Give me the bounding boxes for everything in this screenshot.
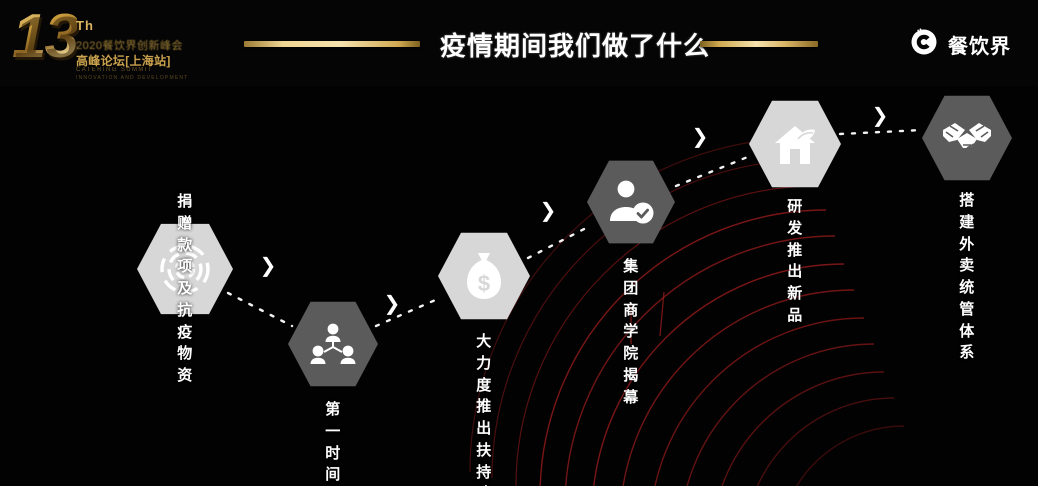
event-logo-line4: INNOVATION AND DEVELOPMENT <box>76 75 189 81</box>
event-logo-line3: CATERING SUMMIT <box>76 67 153 73</box>
flow-node-5-label: 研发推出新 品 <box>787 198 803 324</box>
chevron-arrow-2: ❯ <box>383 293 401 315</box>
house-leaf-icon <box>775 126 815 164</box>
chevron-arrow-4: ❯ <box>691 126 709 148</box>
page-title: 疫情期间我们做了什么 <box>440 31 711 61</box>
money-bag-icon: $ <box>467 253 501 299</box>
gold-divider-left <box>244 41 420 47</box>
event-logo-line2: 高峰论坛[上海站] <box>76 54 171 68</box>
event-logo-number: 13 <box>12 2 79 71</box>
handshake-icon <box>943 123 991 154</box>
gold-divider-right <box>700 41 818 47</box>
brand-logo: 餐饮界 <box>908 24 1024 64</box>
flow-node-4-label: 集团商学院 揭幕 <box>623 258 639 406</box>
team-people-icon <box>310 323 356 364</box>
event-logo-line1: 2020餐饮界创新峰会 <box>76 40 183 52</box>
svg-text:$: $ <box>478 271 490 296</box>
flow-node-1-label: 捐赠款项及抗疫物资 <box>177 193 193 384</box>
red-arc-decoration <box>469 137 905 486</box>
hexagon-shape-6 <box>922 95 1012 181</box>
circle-c-icon <box>911 28 937 55</box>
flow-node-6-label: 搭建外卖统 管体系 <box>959 192 975 362</box>
chevron-arrow-5: ❯ <box>871 105 889 127</box>
slide-header: 13 Th 2020餐饮界创新峰会 高峰论坛[上海站] CATERING SUM… <box>0 0 1038 86</box>
node-connectors <box>226 128 924 328</box>
event-logo: 13 Th 2020餐饮界创新峰会 高峰论坛[上海站] CATERING SUM… <box>8 4 198 84</box>
flow-node-2-label: 第一时间奔 赴市场前线 <box>325 401 341 484</box>
chevron-arrow-3: ❯ <box>539 200 557 222</box>
chevron-arrow-1: ❯ <box>259 255 277 277</box>
hexagon-shape-4 <box>587 160 675 244</box>
flow-node-3-label: 大力度推出 扶持政策 <box>476 333 492 486</box>
brand-name: 餐饮界 <box>948 36 1011 58</box>
flow-diagram: 捐赠款项及抗疫物资 第 <box>0 86 1038 486</box>
event-logo-ordinal: Th <box>76 18 94 33</box>
target-radar-icon <box>160 244 210 294</box>
person-check-icon <box>610 180 654 224</box>
